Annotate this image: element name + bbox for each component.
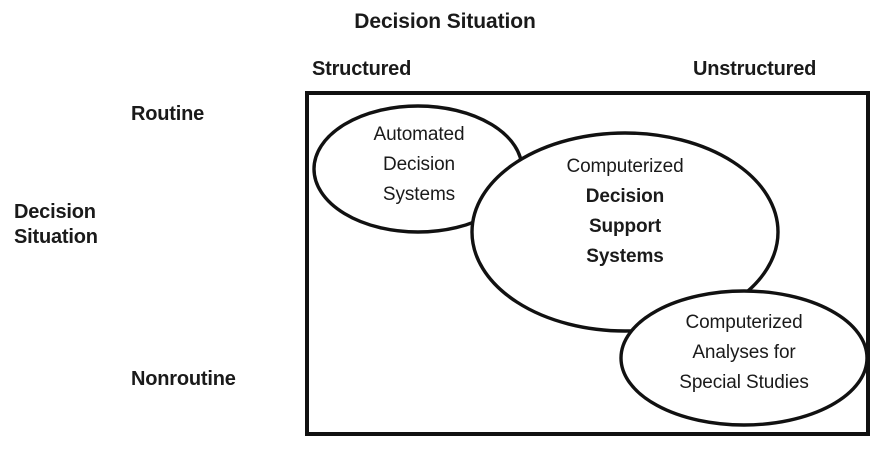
y-axis-label-line1: Decision <box>14 201 96 223</box>
label-line-3: Special Studies <box>679 372 809 393</box>
label-line-4: Systems <box>586 246 664 267</box>
y-axis-label: Decision Situation <box>14 200 98 250</box>
label-computerized-analyses-special-studies: Computerized Analyses for Special Studie… <box>630 308 858 398</box>
column-header-unstructured: Unstructured <box>693 58 817 80</box>
label-line-2: Decision <box>585 186 665 207</box>
label-line-1: Computerized <box>566 156 684 177</box>
label-line-1: Computerized <box>685 312 803 333</box>
row-label-nonroutine: Nonroutine <box>131 368 236 390</box>
label-line-3: Support <box>588 216 662 237</box>
label-line-1: Automated <box>373 124 465 145</box>
label-line-2: Decision <box>382 154 456 175</box>
label-automated-decision-systems: Automated Decision Systems <box>339 120 499 210</box>
column-header-structured: Structured <box>312 58 412 80</box>
label-line-2: Analyses for <box>692 342 796 363</box>
y-axis-label-line2: Situation <box>14 226 98 248</box>
page-title: Decision Situation <box>354 10 536 33</box>
label-computerized-decision-support-systems: Computerized Decision Support Systems <box>500 152 750 272</box>
row-label-routine: Routine <box>131 103 205 125</box>
label-line-3: Systems <box>382 184 456 205</box>
plot-frame <box>305 91 870 436</box>
